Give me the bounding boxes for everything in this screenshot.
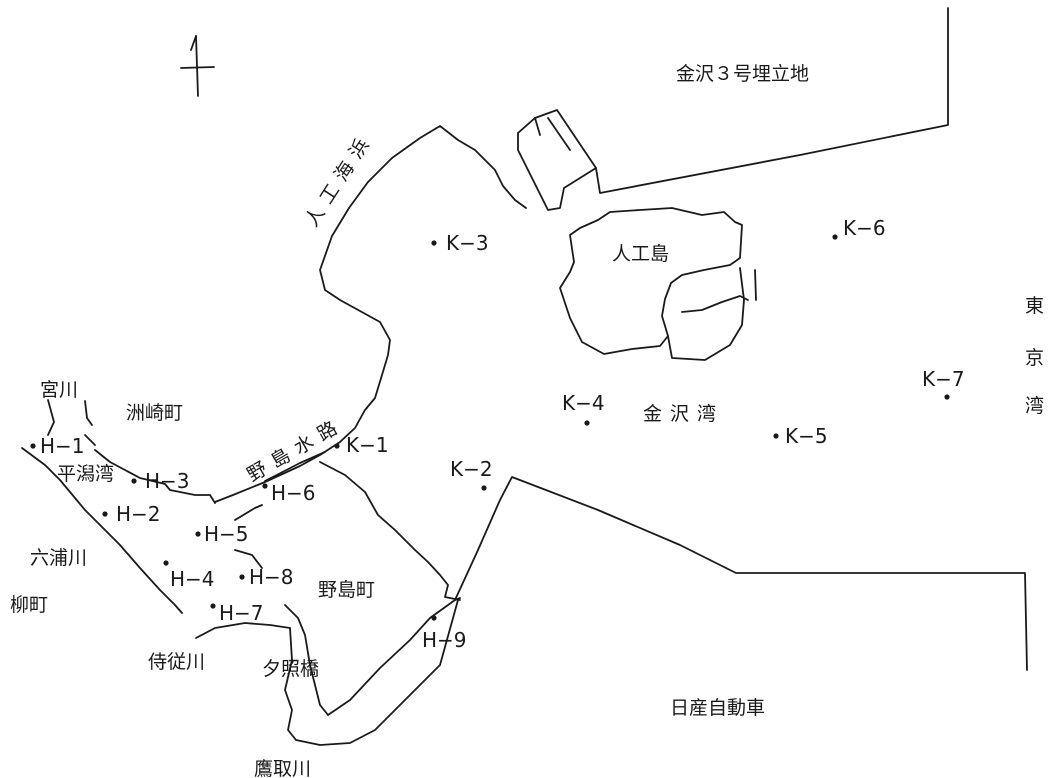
label-kanazawa-landfill: 金沢３号埋立地 — [676, 63, 809, 85]
station-H5: H−5 — [195, 522, 249, 546]
station-dot — [431, 615, 437, 621]
artificial-island-outline — [559, 207, 743, 355]
label-yanagi-town: 柳町 — [10, 594, 48, 616]
station-label: H−4 — [170, 567, 215, 591]
station-label: H−9 — [422, 628, 467, 652]
station-dot — [334, 443, 340, 449]
label-yuteru-bridge: 夕照橋 — [262, 658, 319, 680]
station-label: H−6 — [271, 481, 316, 505]
station-label: K−4 — [562, 391, 605, 415]
label-kanazawa-bay: 金沢湾 — [643, 403, 724, 425]
landfill-boundary — [517, 7, 949, 194]
label-artificial-beach: 人工海浜 — [301, 128, 378, 231]
label-hirakata-bay: 平潟湾 — [57, 463, 114, 485]
label-nissan: 日産自動車 — [670, 697, 765, 719]
station-label: K−2 — [450, 457, 493, 481]
station-dot — [163, 560, 169, 566]
station-dot — [773, 433, 779, 439]
station-K4: K−4 — [562, 391, 605, 426]
station-label: H−7 — [219, 601, 264, 625]
station-label: K−6 — [843, 216, 886, 240]
station-label: H−5 — [204, 522, 249, 546]
nojima-channel-shore — [264, 451, 326, 482]
station-dot — [210, 603, 216, 609]
station-K6: K−6 — [832, 216, 886, 240]
label-takatori-river: 鷹取川 — [254, 758, 311, 778]
station-dot — [195, 531, 201, 537]
hirakata-bay-shore — [21, 447, 183, 614]
station-K3: K−3 — [431, 231, 489, 255]
station-H1: H−1 — [30, 434, 85, 458]
station-dot — [102, 511, 108, 517]
station-label: K−5 — [785, 424, 828, 448]
station-label: K−3 — [446, 231, 489, 255]
station-H2: H−2 — [102, 502, 161, 526]
station-dot — [262, 483, 268, 489]
station-K2: K−2 — [450, 457, 493, 491]
label-tokyo-bay-2: 京 — [1025, 347, 1044, 369]
island-inner-basin — [667, 267, 745, 361]
label-artificial-island: 人工島 — [612, 243, 669, 265]
station-dot — [239, 574, 245, 580]
station-dot — [431, 240, 437, 246]
station-label: K−1 — [346, 433, 389, 457]
station-dot — [944, 394, 950, 400]
label-suzaki-town: 洲崎町 — [126, 402, 183, 424]
station-dot — [131, 478, 137, 484]
station-H6: H−6 — [262, 481, 316, 505]
label-jiju-river: 侍従川 — [148, 651, 205, 673]
station-K1: K−1 — [334, 433, 389, 457]
jetty — [517, 132, 597, 211]
station-H4: H−4 — [163, 560, 215, 591]
station-dot — [584, 420, 590, 426]
station-label: H−2 — [116, 502, 161, 526]
station-label: H−3 — [145, 469, 190, 493]
artificial-beach-coast — [214, 125, 527, 503]
station-H7: H−7 — [210, 601, 264, 625]
station-dot — [832, 234, 838, 240]
station-label: H−1 — [40, 434, 85, 458]
station-dot — [481, 485, 487, 491]
nissan-coastline — [454, 476, 1028, 671]
label-tokyo-bay-3: 湾 — [1025, 395, 1044, 417]
station-H9: H−9 — [422, 615, 467, 652]
label-mutsuura-river: 六浦川 — [30, 547, 87, 569]
station-K7: K−7 — [922, 367, 965, 400]
label-tokyo-bay-1: 東 — [1025, 295, 1044, 317]
station-label: H−8 — [249, 565, 294, 589]
station-H3: H−3 — [131, 469, 190, 493]
north-arrow-icon — [180, 35, 215, 97]
label-nojima-channel: 野島水路 — [244, 413, 349, 486]
station-K5: K−5 — [773, 424, 828, 448]
label-miyagawa: 宮川 — [40, 379, 78, 401]
station-H8: H−8 — [239, 565, 294, 589]
label-nojima-town: 野島町 — [318, 579, 375, 601]
station-label: K−7 — [922, 367, 965, 391]
station-dot — [30, 443, 36, 449]
